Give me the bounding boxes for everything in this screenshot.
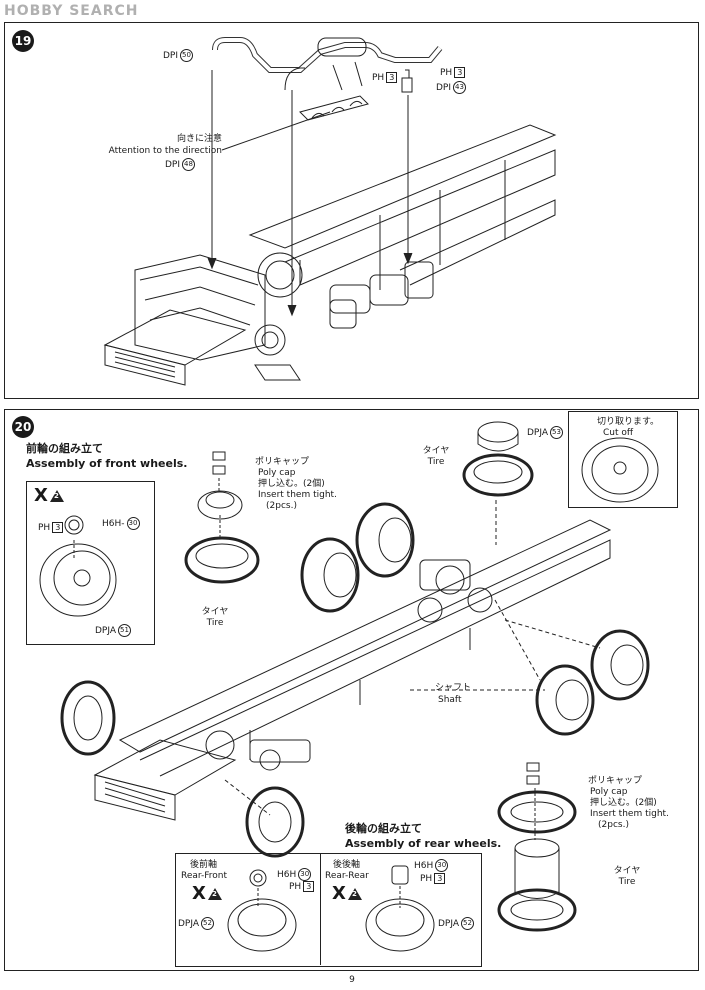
dpja53-number: 53	[550, 426, 564, 439]
step-20-badge: 20	[12, 416, 34, 438]
dpi43-text: DPI	[436, 83, 452, 93]
polycap-front-en: Poly cap	[258, 468, 296, 478]
rear-front-ph-text: PH	[289, 882, 302, 892]
rear-rear-x-mark: X	[332, 883, 346, 904]
dpi48-text: DPI	[165, 160, 181, 170]
polycap-rear-en: Poly cap	[590, 787, 628, 797]
rear-rear-triangle: 2	[348, 888, 362, 900]
polycap-front-count: (2pcs.)	[266, 501, 297, 511]
rear-rear-h6h-text: H6H	[414, 861, 434, 871]
dpi50-number: 50	[180, 49, 194, 62]
front-wheel-inset	[26, 481, 155, 645]
cutoff-jp: 切り取ります。	[596, 417, 660, 427]
dpi48-number: 48	[182, 158, 196, 171]
ph-label-2-number: 3	[454, 67, 466, 78]
cutoff-inset	[568, 411, 678, 508]
rear-rear-en: Rear-Rear	[325, 871, 369, 881]
step19-panel	[4, 22, 699, 399]
rear-front-h6h-text: H6H	[277, 870, 297, 880]
tire-rear-jp: タイヤ	[613, 866, 641, 876]
rear-front-triangle: 2	[208, 888, 222, 900]
polycap-rear-count: (2pcs.)	[598, 820, 629, 830]
inset-ph-number: 3	[52, 522, 64, 533]
tire-front-jp: タイヤ	[201, 607, 229, 617]
polycap-front-en2: Insert them tight.	[258, 490, 337, 500]
inset-dpja-number: 51	[118, 624, 132, 637]
polycap-front-jp: ポリキャップ	[255, 457, 310, 467]
ph-label-1-text: PH	[372, 73, 385, 83]
rear-rear-ph-text: PH	[420, 874, 433, 884]
rear-front-en: Rear-Front	[181, 871, 228, 881]
front-wheels-title-en: Assembly of front wheels.	[26, 457, 188, 470]
rear-wheels-title-jp: 後輪の組み立て	[345, 822, 422, 835]
rear-front-x-mark: X	[192, 883, 206, 904]
cutoff-en: Cut off	[602, 428, 634, 438]
inset-triangle: 2	[50, 490, 64, 502]
rear-rear-dpja-number: 52	[461, 917, 475, 930]
rear-front-dpja-text: DPJA	[178, 919, 200, 929]
inset-h6h-text: H6H-	[102, 519, 125, 529]
rear-rear-dpja-text: DPJA	[438, 919, 460, 929]
tire-rear-en: Tire	[618, 877, 636, 887]
inset-h6h-number: 30	[126, 517, 140, 530]
rear-front-h6h-number: 30	[298, 868, 312, 881]
direction-note-jp: 向きに注意	[176, 134, 222, 144]
step20-panel	[4, 409, 699, 971]
inset-x-mark: X	[34, 485, 48, 506]
rear-inset-divider	[320, 853, 321, 965]
shaft-en: Shaft	[438, 695, 462, 705]
rear-rear-jp: 後後軸	[333, 860, 361, 870]
shaft-jp: シャフト	[435, 683, 472, 693]
tire-front-en: Tire	[206, 618, 224, 628]
hobby-search-logo: HOBBY SEARCH	[4, 3, 139, 19]
inset-ph-text: PH	[38, 523, 51, 533]
rear-wheel-inset-container	[175, 853, 482, 967]
dpi43-number: 43	[453, 81, 467, 94]
rear-rear-ph-number: 3	[434, 873, 446, 884]
ph-label-1-number: 3	[386, 72, 398, 83]
ph-label-2-text: PH	[440, 68, 453, 78]
page-number: 9	[349, 975, 355, 985]
inset-dpja-text: DPJA	[95, 626, 117, 636]
polycap-rear-jp2: 押し込む。(2個)	[590, 798, 657, 808]
tire-top-en: Tire	[427, 457, 445, 467]
polycap-rear-en2: Insert them tight.	[590, 809, 669, 819]
step-19-badge: 19	[12, 30, 34, 52]
rear-wheels-title-en: Assembly of rear wheels.	[345, 837, 502, 850]
front-wheels-title-jp: 前輪の組み立て	[26, 442, 103, 455]
rear-front-dpja-number: 52	[201, 917, 215, 930]
direction-note-en: Attention to the direction	[108, 146, 222, 156]
polycap-front-jp2: 押し込む。(2個)	[258, 479, 325, 489]
rear-front-ph-number: 3	[303, 881, 315, 892]
dpja53-text: DPJA	[527, 428, 549, 438]
dpi50-text: DPI	[163, 51, 179, 61]
tire-top-jp: タイヤ	[422, 446, 450, 456]
rear-front-jp: 後前軸	[190, 860, 218, 870]
rear-rear-h6h-number: 30	[435, 859, 449, 872]
polycap-rear-jp: ポリキャップ	[588, 776, 643, 786]
inset-h6h-label: H6H-30	[102, 517, 140, 530]
